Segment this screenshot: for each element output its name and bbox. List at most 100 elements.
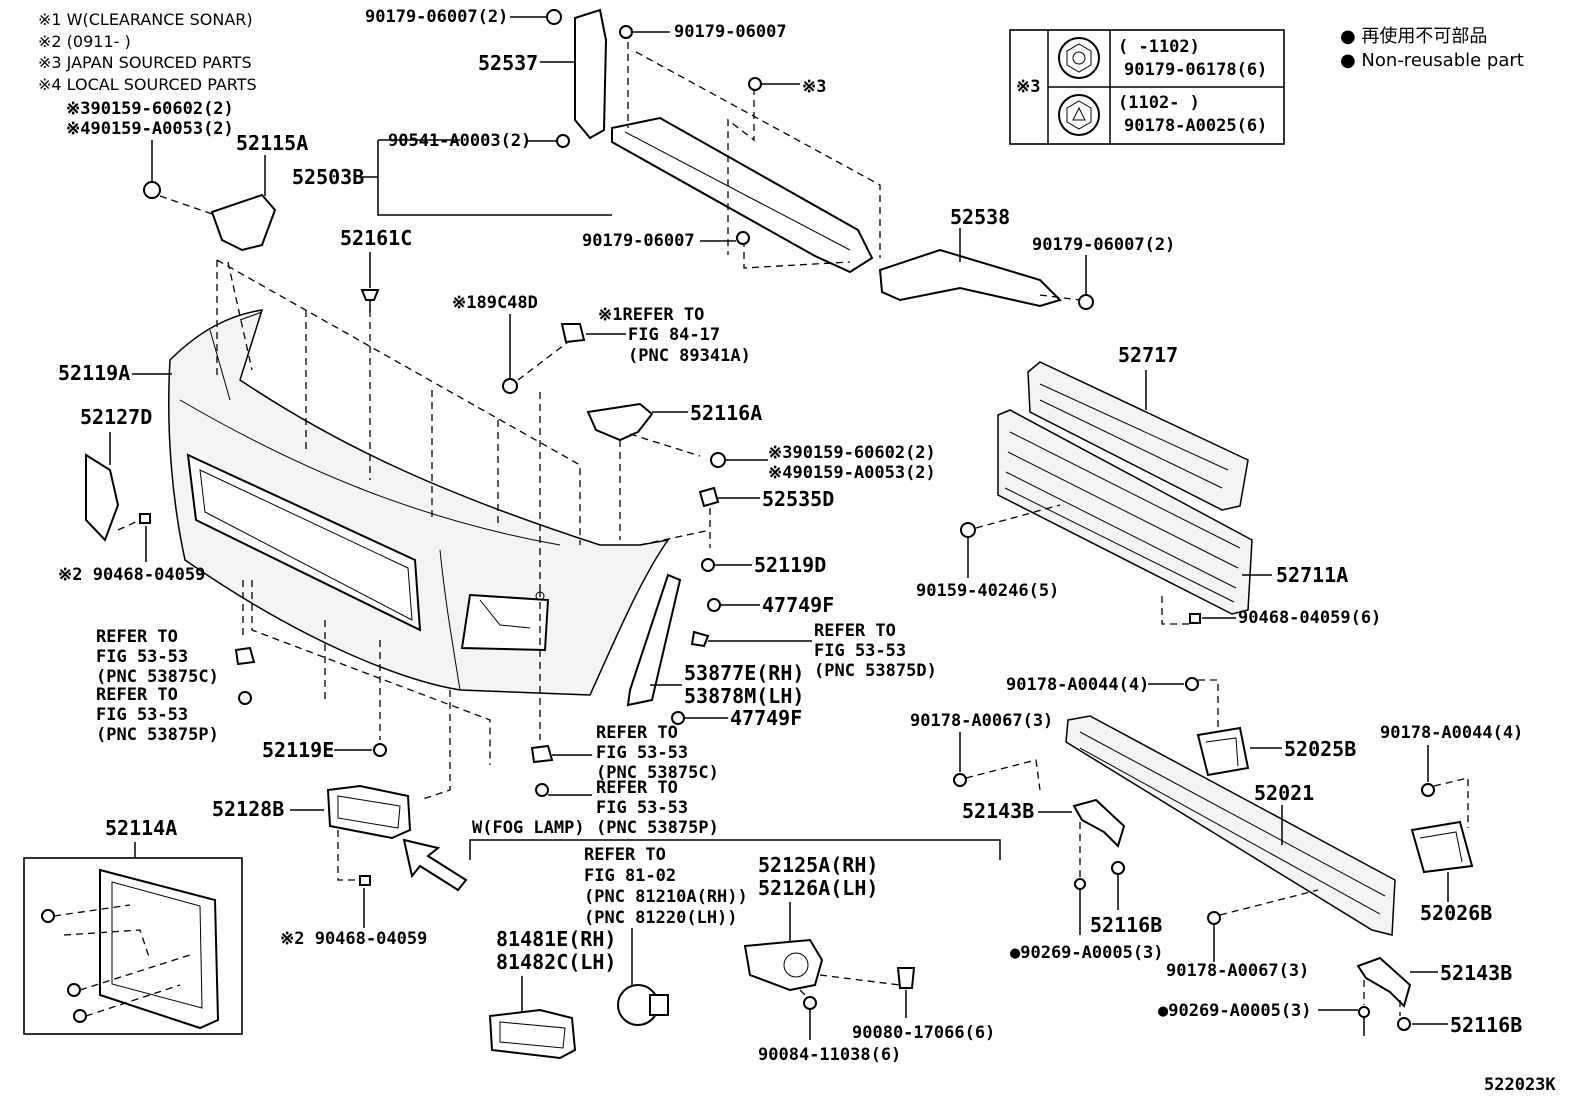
label-ref-53875C-a: REFER TO	[96, 627, 178, 647]
bolt-icon	[143, 181, 161, 199]
nut-row2-range: (1102- )	[1118, 93, 1200, 113]
nut-icon	[1421, 783, 1435, 797]
label-ref-53875C2-a: REFER TO	[596, 723, 678, 743]
screw-icon	[238, 691, 252, 705]
clip-icon	[359, 875, 371, 886]
fog-bezel-52128B	[326, 784, 412, 840]
bumper-guide-lines	[216, 259, 711, 801]
screw-icon	[701, 558, 715, 572]
label-ref3-90159-60602-b: ※390159-60602(2)	[768, 443, 936, 463]
view-direction-arrow	[402, 838, 468, 892]
label-52125A: 52125A(RH)	[758, 853, 878, 877]
label-ref-53875D-a: REFER TO	[814, 621, 896, 641]
bracket-52026B	[1410, 820, 1474, 874]
label-52538: 52538	[950, 205, 1010, 229]
label-53877E: 53877E(RH)	[684, 661, 804, 685]
nut-icon	[953, 773, 967, 787]
sonar-retainer-icon	[560, 323, 586, 344]
label-90269-b: ●90269-A0005(3)	[1158, 1001, 1312, 1021]
reinforcement-52021	[1065, 715, 1396, 936]
label-52127D: 52127D	[80, 405, 152, 429]
label-90179-06007-2-top: 90179-06007(2)	[365, 7, 508, 27]
label-52025B: 52025B	[1284, 737, 1356, 761]
label-90178-A0044-a: 90178-A0044(4)	[1006, 675, 1149, 695]
bumper-cover-52119A	[168, 309, 670, 696]
label-90468-04059-b: ※2 90468-04059	[280, 929, 427, 949]
label-ref-53875P-c: (PNC 53875P)	[96, 725, 219, 745]
label-53878M: 53878M(LH)	[684, 684, 804, 708]
label-90159-40246: 90159-40246(5)	[916, 581, 1059, 601]
nut-icon	[1111, 861, 1125, 875]
screw-icon	[535, 783, 549, 797]
upper-reinforcement-group	[360, 8, 1094, 310]
label-52021: 52021	[1254, 781, 1314, 805]
hex-nut-icon	[1058, 94, 1100, 136]
bracket-52116A	[586, 402, 654, 442]
extension-strip-53877E	[626, 573, 682, 707]
bolt-icon	[710, 452, 726, 468]
label-ref-53875C-c: (PNC 53875C)	[96, 667, 219, 687]
label-52717: 52717	[1118, 343, 1178, 367]
label-52116B-b: 52116B	[1450, 1013, 1522, 1037]
label-ref-53875C2-c: (PNC 53875C)	[596, 763, 719, 783]
notes-block: ※1 W(CLEARANCE SONAR) ※2 (0911- ) ※3 JAP…	[38, 10, 257, 94]
bracket-52115A	[210, 193, 277, 252]
label-ref4-90159-A0053-b: ※490159-A0053(2)	[768, 463, 936, 483]
label-52119E: 52119E	[262, 738, 334, 762]
label-90084-11038: 90084-11038(6)	[758, 1045, 901, 1065]
label-90179-06007-top: 90179-06007	[674, 22, 787, 42]
label-90269-a: ●90269-A0005(3)	[1010, 943, 1164, 963]
clip-icon	[530, 744, 554, 764]
label-ref-53875C2-b: FIG 53-53	[596, 743, 688, 763]
bolt-icon	[1358, 1006, 1370, 1018]
label-52143B-b: 52143B	[1440, 961, 1512, 985]
screw-icon	[960, 522, 976, 538]
nut-icon	[1078, 294, 1094, 310]
legend-line-en: ● Non-reusable part	[1340, 50, 1524, 71]
label-ref-53875P2-a: REFER TO	[596, 778, 678, 798]
nut-icon	[619, 25, 633, 39]
nut-variant-box: ※3 ( -1102) 90179-06178(6) (1102- ) 9017…	[1009, 29, 1285, 145]
label-52116A: 52116A	[690, 401, 762, 425]
nut-icon	[1397, 1017, 1411, 1031]
label-52161C: 52161C	[340, 226, 412, 250]
label-ref-53875D-c: (PNC 53875D)	[814, 661, 937, 681]
legend-line-jp: ● 再使用不可部品	[1340, 26, 1487, 47]
nut-row2-part: 90178-A0025(6)	[1124, 116, 1267, 136]
screw-icon	[41, 909, 55, 923]
label-52537: 52537	[478, 51, 538, 75]
side-retainer-52127D	[85, 453, 120, 542]
fog-lamp-81481E	[488, 1008, 577, 1060]
screw-icon	[67, 983, 81, 997]
label-ref-53875P-a: REFER TO	[96, 685, 178, 705]
fog-lamp-bracket-line	[469, 839, 1001, 860]
label-ref-53875P2-c: (PNC 53875P)	[596, 818, 719, 838]
label-90179-06007-mid: 90179-06007	[582, 231, 695, 251]
label-47749F-a: 47749F	[762, 593, 834, 617]
label-52115A: 52115A	[236, 131, 308, 155]
label-ref-53875C-b: FIG 53-53	[96, 647, 188, 667]
label-47749F-b: 47749F	[730, 706, 802, 730]
label-ref-53875P-b: FIG 53-53	[96, 705, 188, 725]
nut-icon	[748, 77, 762, 91]
note-4: ※4 LOCAL SOURCED PARTS	[38, 75, 257, 94]
label-90468-04059-6: 90468-04059(6)	[1238, 608, 1381, 628]
nut-icon	[556, 134, 570, 148]
label-ref-81-b: FIG 81-02	[584, 866, 676, 886]
bumper-reinforcement-group: 90178-A0044(4) 90178-A0067(3) 52021 5202…	[910, 675, 1523, 1037]
rail-52503B	[611, 116, 874, 274]
label-81481E: 81481E(RH)	[496, 927, 616, 951]
label-52114A: 52114A	[105, 816, 177, 840]
note-3: ※3 JAPAN SOURCED PARTS	[38, 53, 252, 72]
grille-52711A	[997, 409, 1253, 615]
bracket-52143B-b	[1356, 956, 1412, 1008]
screw-icon	[73, 1009, 87, 1023]
fog-bulb-icon	[617, 984, 669, 1026]
label-189C48D: ※189C48D	[452, 293, 538, 313]
label-90178-A0044-b: 90178-A0044(4)	[1380, 723, 1523, 743]
label-ref3-90159-60602: ※390159-60602(2)	[66, 99, 234, 119]
bracket-52538	[878, 248, 1062, 308]
label-52143B-a: 52143B	[962, 799, 1034, 823]
nut-row1-range: ( -1102)	[1118, 37, 1200, 57]
label-90468-04059-a: ※2 90468-04059	[58, 565, 205, 585]
